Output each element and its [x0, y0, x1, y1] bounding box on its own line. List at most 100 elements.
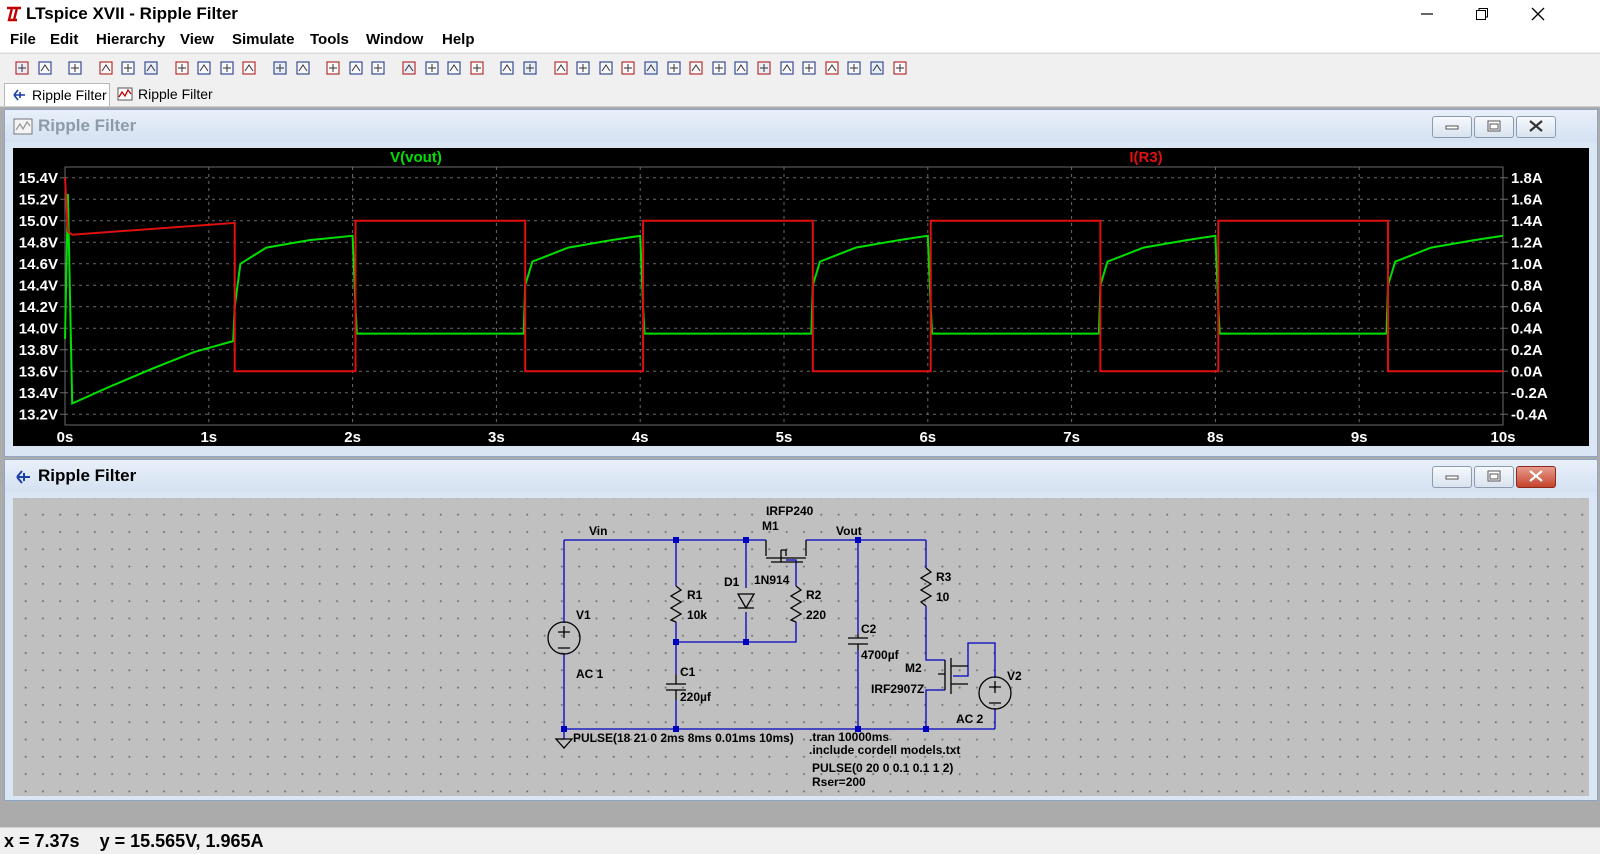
tile-vertical-icon[interactable] [370, 60, 386, 76]
label-v1-ac[interactable]: AC 1 [576, 667, 604, 681]
label-d1-model[interactable]: 1N914 [754, 573, 790, 587]
label-vout[interactable]: Vout [836, 524, 862, 538]
zoom-cancel-icon[interactable] [241, 60, 257, 76]
minimize-button[interactable] [1404, 0, 1450, 28]
plot-close-button[interactable] [1516, 116, 1556, 138]
find-icon[interactable] [469, 60, 485, 76]
paste-icon[interactable] [446, 60, 462, 76]
save-icon[interactable] [67, 60, 83, 76]
text-icon[interactable] [869, 60, 885, 76]
menu-simulate[interactable]: Simulate [232, 31, 295, 48]
plot-window-titlebar[interactable]: Ripple Filter [5, 110, 1597, 142]
label-c2-value[interactable]: 4700µf [861, 648, 900, 662]
legend-vout[interactable]: V(vout) [390, 149, 442, 166]
label-vin[interactable]: Vin [589, 524, 607, 538]
toolbar [0, 53, 1600, 83]
menu-edit[interactable]: Edit [50, 31, 79, 48]
schematic-window-titlebar[interactable]: Ripple Filter [5, 460, 1597, 492]
y-right-tick-label: 0.0A [1511, 363, 1543, 380]
spice-directive-icon[interactable] [892, 60, 908, 76]
label-irfp240[interactable]: IRFP240 [766, 504, 814, 518]
label-tran-directive[interactable]: .tran 10000ms [809, 730, 889, 744]
label-pulse2[interactable]: PULSE(0 20 0 0.1 0.1 1 2) [812, 761, 953, 775]
undo-icon[interactable] [779, 60, 795, 76]
label-d1[interactable]: D1 [724, 575, 740, 589]
menu-file[interactable]: File [10, 31, 36, 48]
grid-icon[interactable] [295, 60, 311, 76]
cascade-icon[interactable] [348, 60, 364, 76]
menu-help[interactable]: Help [442, 31, 475, 48]
halt-icon[interactable] [143, 60, 159, 76]
inductor-icon[interactable] [666, 60, 682, 76]
redo-icon[interactable] [801, 60, 817, 76]
schematic-canvas[interactable]: Vin Vout IRFP240 M1 D1 1N914 R1 10k R2 2… [13, 498, 1589, 796]
label-pulse1[interactable]: PULSE(18 21 0 2ms 8ms 0.01ms 10ms) [573, 731, 794, 745]
label-m1[interactable]: M1 [762, 519, 779, 533]
mirror-icon[interactable] [846, 60, 862, 76]
component-icon[interactable] [711, 60, 727, 76]
new-schematic-icon[interactable] [14, 60, 30, 76]
diode-icon[interactable] [688, 60, 704, 76]
close-button[interactable] [1515, 0, 1561, 28]
x-tick-label: 1s [200, 429, 217, 446]
label-r2[interactable]: R2 [806, 588, 822, 602]
zoom-out-icon[interactable] [196, 60, 212, 76]
wire-icon[interactable] [553, 60, 569, 76]
plot-minimize-button[interactable] [1432, 116, 1472, 138]
tile-horizontal-icon[interactable] [325, 60, 341, 76]
label-r2-value[interactable]: 220 [806, 608, 826, 622]
label-c1-value[interactable]: 220µf [680, 690, 712, 704]
label-net-icon[interactable] [598, 60, 614, 76]
print-icon[interactable] [522, 60, 538, 76]
tab-label: Ripple Filter [32, 87, 107, 103]
label-v2-ac[interactable]: AC 2 [956, 712, 984, 726]
resistor-icon[interactable] [620, 60, 636, 76]
legend-ir3[interactable]: I(R3) [1129, 149, 1162, 166]
label-r3[interactable]: R3 [936, 570, 952, 584]
y-right-tick-label: 1.0A [1511, 256, 1543, 273]
capacitor-icon[interactable] [643, 60, 659, 76]
label-r1-value[interactable]: 10k [687, 608, 707, 622]
rotate-icon[interactable] [824, 60, 840, 76]
schematic-maximize-button[interactable] [1474, 466, 1514, 488]
menu-view[interactable]: View [180, 31, 214, 48]
zoom-in-icon[interactable] [174, 60, 190, 76]
label-m2[interactable]: M2 [905, 661, 922, 675]
label-v2[interactable]: V2 [1007, 669, 1022, 683]
autorange-icon[interactable] [272, 60, 288, 76]
label-c1[interactable]: C1 [680, 665, 696, 679]
label-c2[interactable]: C2 [861, 622, 877, 636]
restore-button[interactable] [1459, 0, 1505, 28]
run-icon[interactable] [120, 60, 136, 76]
drag-icon[interactable] [756, 60, 772, 76]
label-r1[interactable]: R1 [687, 588, 703, 602]
label-v1[interactable]: V1 [576, 608, 591, 622]
plot-maximize-button[interactable] [1474, 116, 1514, 138]
minimize-icon [1421, 13, 1433, 15]
x-tick-label: 4s [632, 429, 649, 446]
tab-schematic[interactable]: Ripple Filter [4, 83, 110, 106]
schematic-minimize-button[interactable] [1432, 466, 1472, 488]
label-include-directive[interactable]: .include cordell models.txt [809, 743, 960, 757]
open-icon[interactable] [37, 60, 53, 76]
label-rser[interactable]: Rser=200 [812, 775, 866, 789]
tab-waveform[interactable]: Ripple Filter [111, 83, 217, 105]
ground-icon[interactable] [575, 60, 591, 76]
y-left-tick-label: 13.2V [19, 406, 58, 423]
v1-symbol [547, 621, 581, 655]
menu-window[interactable]: Window [366, 31, 424, 48]
label-r3-value[interactable]: 10 [936, 590, 950, 604]
control-panel-icon[interactable] [98, 60, 114, 76]
label-m2-model[interactable]: IRF2907Z [871, 682, 924, 696]
y-right-tick-label: 1.2A [1511, 234, 1543, 251]
menu-tools[interactable]: Tools [310, 31, 349, 48]
zoom-fit-icon[interactable] [219, 60, 235, 76]
copy-icon[interactable] [424, 60, 440, 76]
print-preview-icon[interactable] [499, 60, 515, 76]
cut-icon[interactable] [401, 60, 417, 76]
circuit-diagram: Vin Vout IRFP240 M1 D1 1N914 R1 10k R2 2… [547, 504, 1022, 789]
schematic-close-button[interactable] [1516, 466, 1556, 488]
move-icon[interactable] [733, 60, 749, 76]
menu-hierarchy[interactable]: Hierarchy [96, 31, 166, 48]
